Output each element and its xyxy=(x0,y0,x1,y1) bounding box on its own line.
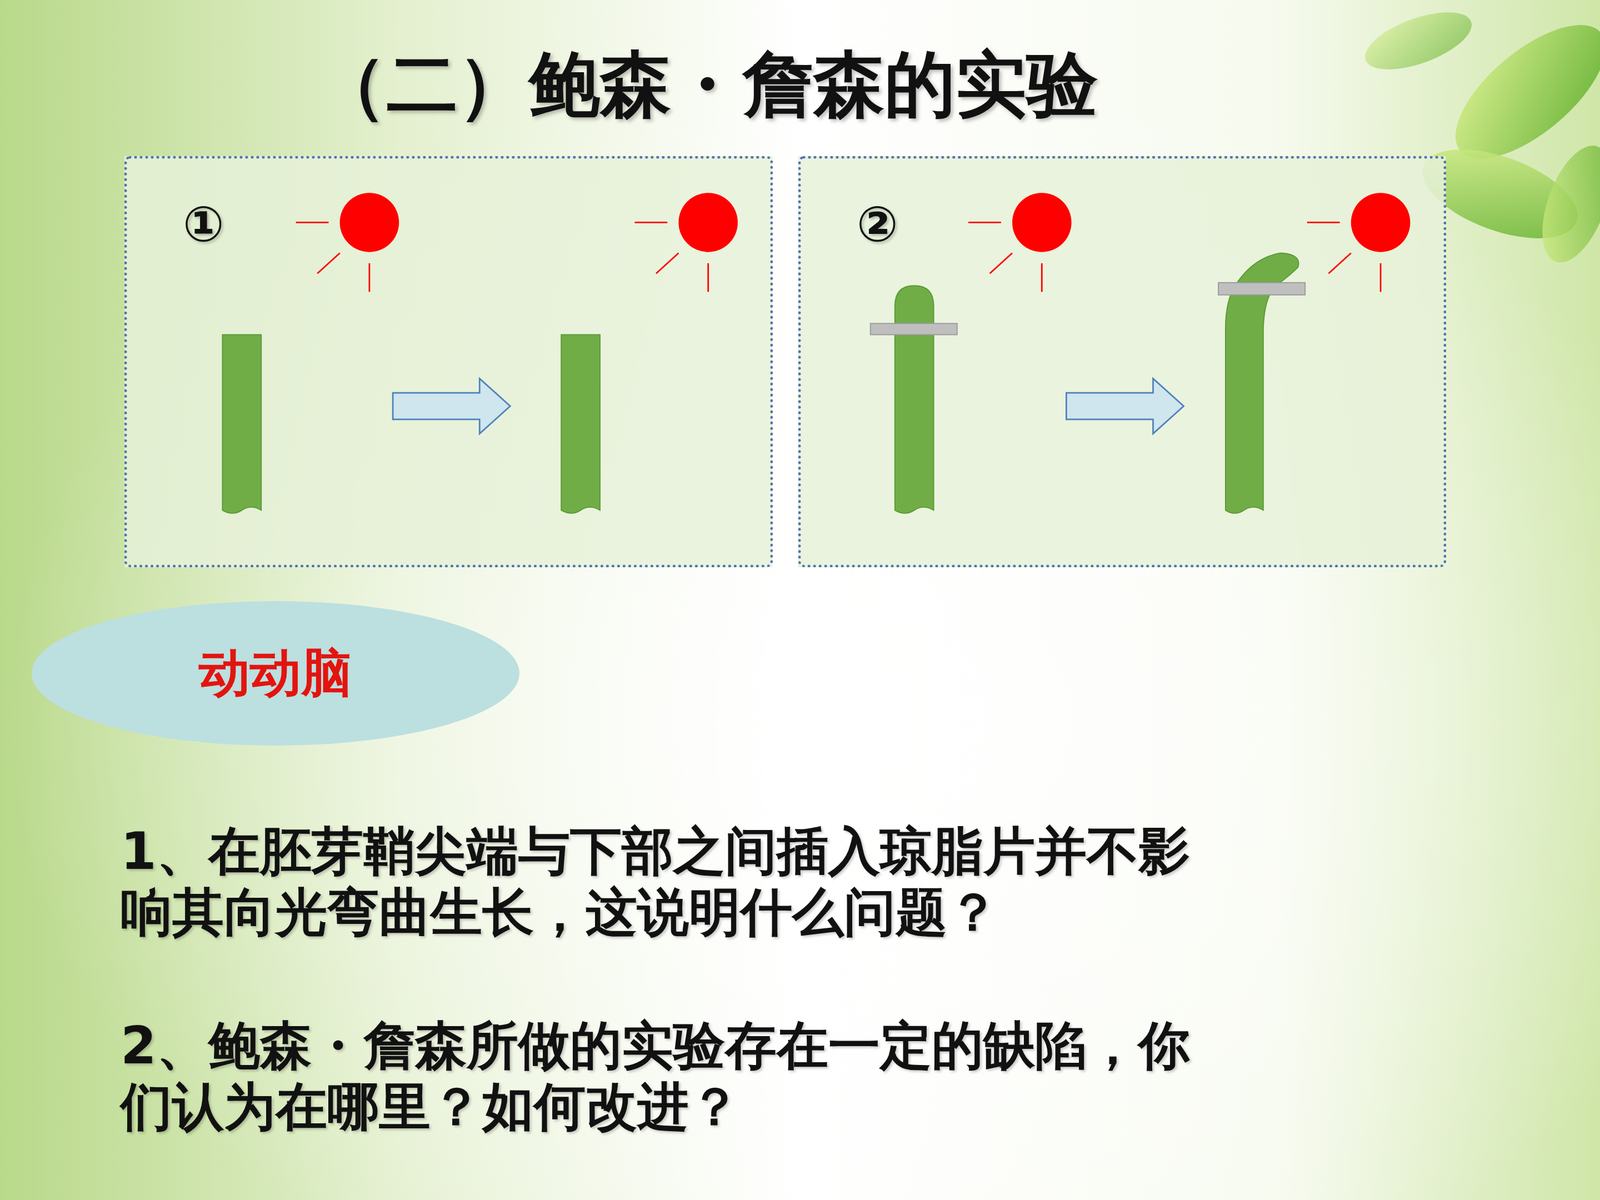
think-bubble: 动动脑 xyxy=(30,600,521,747)
panel-fill xyxy=(797,156,1446,568)
question-text: 1、在胚芽鞘尖端与下部之间插入琼脂片并不影 响其向光弯曲生长，这说明什么问题？ xyxy=(120,821,1415,943)
slide-title: （二）鲍森・詹森的实验 xyxy=(0,43,1414,125)
panel-number: ② xyxy=(856,197,899,252)
bubble-heading: 动动脑 xyxy=(198,645,353,702)
agar-block xyxy=(870,282,1305,335)
panel-number: ① xyxy=(182,197,225,252)
sun xyxy=(296,192,400,292)
experiment-panel: ① xyxy=(124,156,773,568)
question-text: 2、鲍森・詹森所做的实验存在一定的缺陷，你 们认为在哪里？如何改进？ xyxy=(120,1015,1415,1138)
sun xyxy=(968,192,1072,292)
experiment-panel: ② xyxy=(798,156,1447,568)
block-arrow xyxy=(392,378,1184,434)
sun xyxy=(1307,192,1411,292)
panel-fill xyxy=(124,156,773,568)
coleoptile xyxy=(222,253,1299,514)
sun xyxy=(634,192,738,292)
